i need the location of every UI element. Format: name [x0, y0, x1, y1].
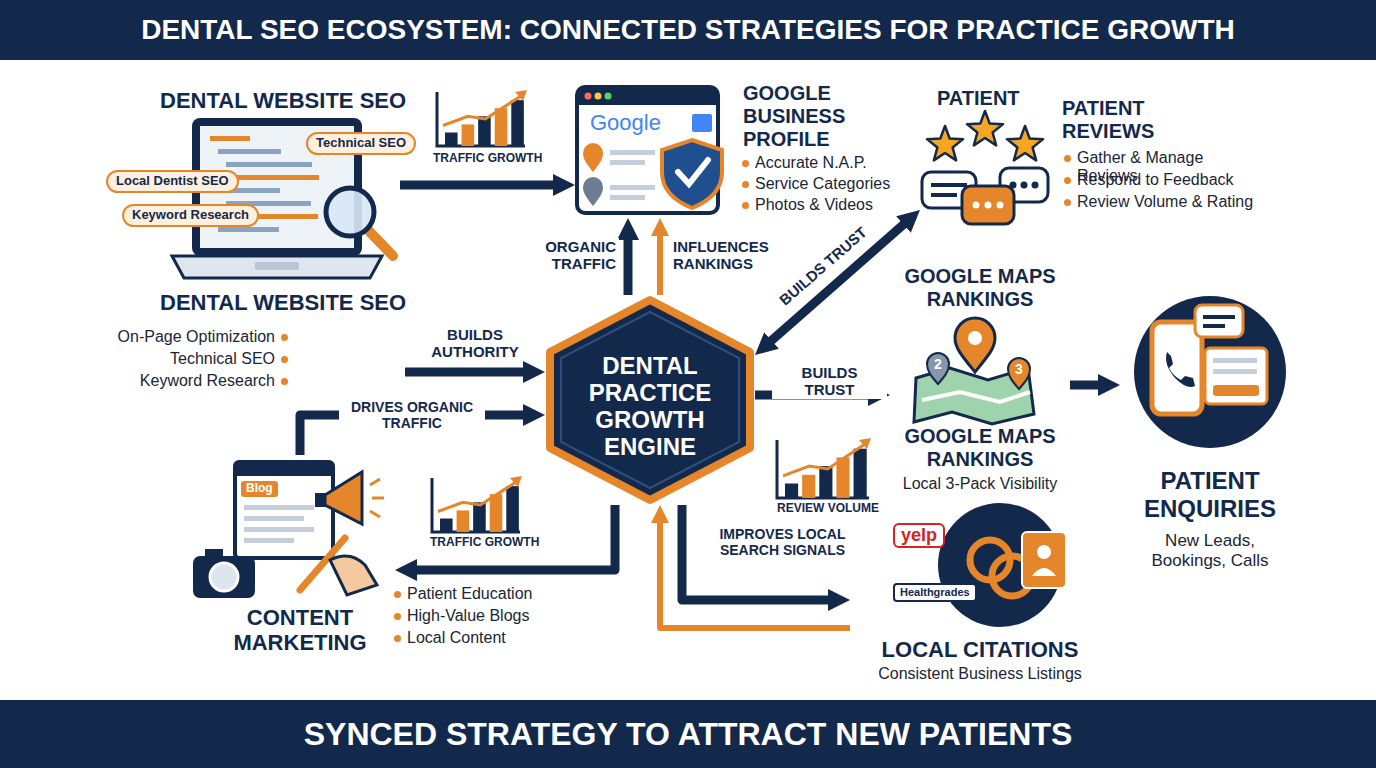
bullet-dot: [281, 334, 288, 341]
pin-number: 2: [930, 356, 946, 372]
directory-logo: Healthgrades: [893, 583, 977, 602]
node-heading: PATIENT ENQUIRIES: [1120, 467, 1300, 522]
bullet-text: High-Value Blogs: [407, 607, 572, 625]
bullet-text: Keyword Research: [105, 372, 275, 390]
bullet-dot: [394, 613, 401, 620]
node-heading: GOOGLE BUSINESS PROFILE: [743, 82, 903, 151]
bullet-dot: [742, 181, 749, 188]
node-text: Local 3-Pack Visibility: [890, 475, 1070, 493]
browser-icon: [577, 87, 722, 213]
connector-arrow: [767, 220, 909, 345]
node-box: GOOGLE MAPS RANKINGS GOOGLE MAPS RANKINGS…: [890, 265, 1070, 497]
node-box: PATIENTPATIENT REVIEWSGather & Manage Re…: [920, 85, 1265, 230]
bullet-dot: [1064, 199, 1071, 206]
bullet-text: On-Page Optimization: [105, 328, 275, 346]
node-heading: DENTAL WEBSITE SEO: [160, 88, 405, 113]
bullet-dot: [281, 378, 288, 385]
bullet-text: Photos & Videos: [755, 196, 900, 214]
node-box: DENTAL WEBSITE SEO On-Page OptimizationTe…: [105, 288, 405, 394]
node-text: GOOGLE MAPS RANKINGS: [890, 425, 1070, 471]
connector-label: DRIVES ORGANIC TRAFFIC: [339, 399, 485, 431]
bullet-dot: [742, 160, 749, 167]
chart-caption: REVIEW VOLUME: [777, 502, 879, 516]
hub-hexagon: DENTAL PRACTICE GROWTH ENGINE: [545, 295, 755, 505]
node-box: PATIENT ENQUIRIES New Leads, Bookings, Ca…: [1120, 295, 1300, 574]
node-heading: PATIENT: [937, 87, 1047, 110]
connector-label: ORGANIC TRAFFIC: [535, 238, 619, 273]
caption-band: SYNCED STRATEGY TO ATTRACT NEW PATIENTS: [0, 700, 1376, 768]
node-heading: CONTENT MARKETING: [220, 605, 380, 656]
bullet-dot: [281, 356, 288, 363]
node-heading: LOCAL CITATIONS: [850, 637, 1110, 662]
directory-logo: yelp: [893, 523, 945, 548]
connector-arrow: [400, 181, 560, 190]
node-box: CONTENT MARKETINGPatient EducationHigh-V…: [185, 455, 395, 660]
bullet-text: Respond to Feedback: [1077, 171, 1263, 189]
node-heading: GOOGLE MAPS RANKINGS: [890, 265, 1070, 311]
connector-label: BUILDS TRUST: [772, 364, 887, 399]
connector-arrow: [624, 233, 633, 295]
blog-tag: Blog: [241, 481, 278, 497]
node-text: Consistent Business Listings: [850, 665, 1110, 683]
connector-label: IMPROVES LOCAL SEARCH SIGNALS: [700, 526, 865, 558]
connector-arrow: [657, 231, 663, 295]
node-heading: DENTAL PRACTICE GROWTH ENGINE: [570, 353, 730, 461]
connector-label: INFLUENCES RANKINGS: [670, 238, 780, 273]
connector-arrow: [410, 505, 615, 570]
bullet-dot: [1064, 177, 1071, 184]
logo-text: Google: [590, 110, 661, 135]
bullet-text: Accurate N.A.P.: [755, 154, 900, 172]
bullet-dot: [742, 202, 749, 209]
bullet-dot: [394, 591, 401, 598]
node-box: LOCAL CITATIONS Consistent Business Listi…: [850, 497, 1110, 687]
caption: SYNCED STRATEGY TO ATTRACT NEW PATIENTS: [0, 700, 1376, 768]
connector-arrow: [405, 368, 530, 377]
chart-caption: TRAFFIC GROWTH: [433, 152, 542, 166]
bullet-text: Technical SEO: [105, 350, 275, 368]
tag-pill: Keyword Research: [122, 204, 259, 227]
phone-illustration: [1134, 296, 1286, 448]
node-heading: DENTAL WEBSITE SEO: [160, 290, 405, 315]
bullet-text: Patient Education: [407, 585, 572, 603]
pin-number: 3: [1011, 361, 1027, 377]
node-text: New Leads, Bookings, Calls: [1140, 531, 1280, 570]
tag-pill: Technical SEO: [306, 132, 416, 155]
connector-arrow: [1070, 381, 1105, 390]
bullet-dot: [1064, 155, 1071, 162]
bullet-text: Review Volume & Rating: [1077, 193, 1263, 211]
connector-label: BUILDS AUTHORITY: [420, 326, 530, 361]
chart-caption: TRAFFIC GROWTH: [430, 536, 539, 550]
title-band: DENTAL SEO ECOSYSTEM: CONNECTED STRATEGI…: [0, 0, 1376, 60]
node-box: GOOGLE BUSINESS PROFILE Accurate N.A.P. Se…: [575, 82, 900, 218]
bullet-text: Local Content: [407, 629, 572, 647]
map-illustration: [914, 318, 1034, 424]
node-text: PATIENT REVIEWS: [1062, 97, 1212, 143]
citations-illustration: [938, 503, 1066, 627]
content-illustration: [193, 462, 384, 598]
tag-pill: Local Dentist SEO: [106, 170, 239, 193]
bullet-text: Service Categories: [755, 175, 900, 193]
review-bubbles: [922, 111, 1048, 224]
bullet-dot: [394, 635, 401, 642]
title: DENTAL SEO ECOSYSTEM: CONNECTED STRATEGI…: [0, 0, 1376, 60]
